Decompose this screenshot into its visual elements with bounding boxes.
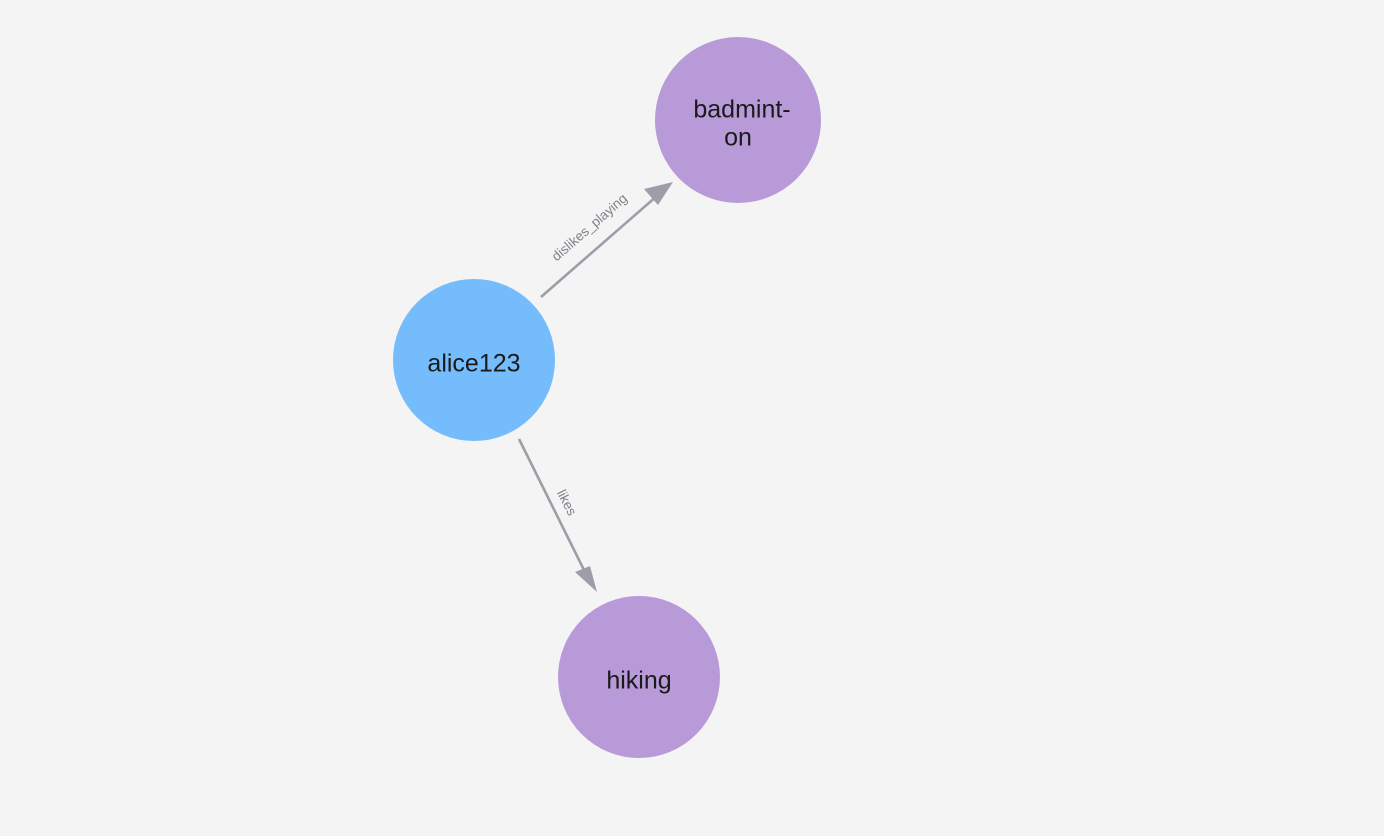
- node-circle-alice123[interactable]: [393, 279, 555, 441]
- edge-line-dislikes-playing[interactable]: [540, 194, 659, 298]
- node-circle-hiking[interactable]: [558, 596, 720, 758]
- edge-line-likes[interactable]: [517, 438, 587, 573]
- graph-node-alice123[interactable]: alice123: [393, 279, 555, 441]
- edge-arrowhead-dislikes-playing: [644, 182, 673, 205]
- edge-arrowhead-likes: [575, 566, 597, 592]
- graph-node-badminton[interactable]: badmint- on: [655, 37, 821, 203]
- node-circle-badminton[interactable]: [655, 37, 821, 203]
- graph-node-hiking[interactable]: hiking: [558, 596, 720, 758]
